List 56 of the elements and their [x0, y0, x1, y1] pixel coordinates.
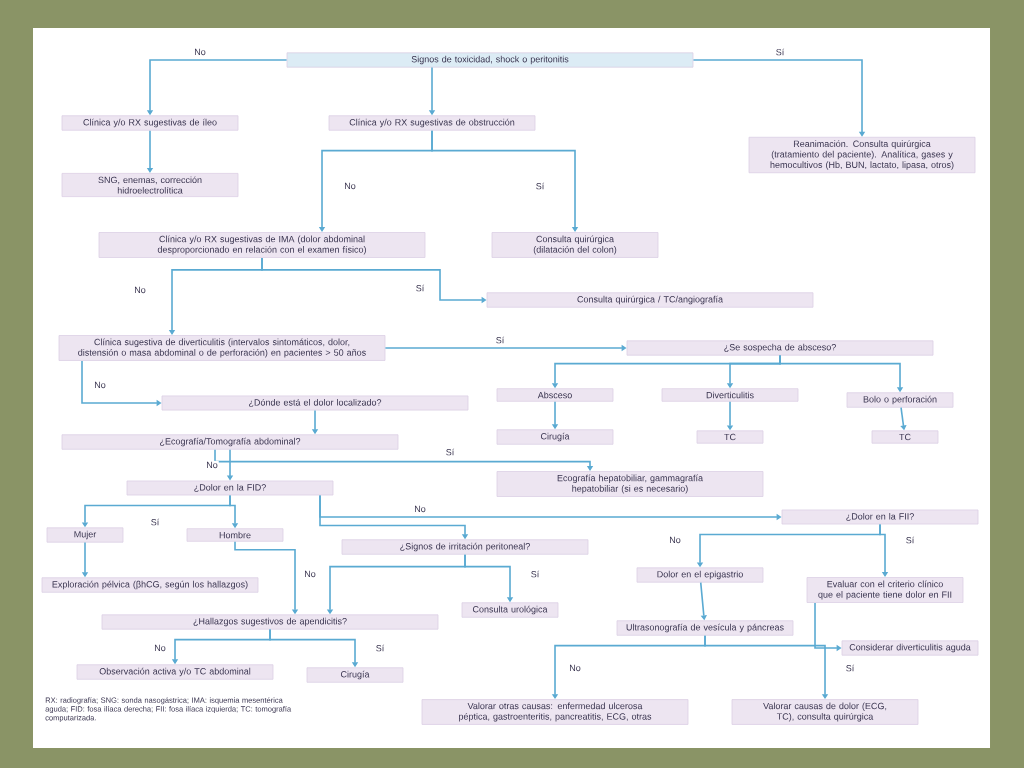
- process-box: Consulta urológica: [461, 602, 559, 618]
- process-box: Evaluar con el criterio clínico que el paciente tiene dolor en FII: [806, 577, 964, 603]
- process-box: Ecografía hepatobiliar, gammagrafía hepatobiliar (si es necesario): [496, 471, 764, 497]
- process-box: Dolor en el epigastrio: [636, 567, 764, 583]
- process-box: Clínica y/o RX sugestivas de obstrucción: [328, 115, 536, 131]
- process-box: Valorar otras causas: enfermedad ulcerosa péptica, gastroenteritis, pancreatitis, ECG, otras: [421, 699, 689, 725]
- process-box: Cirugía: [306, 667, 404, 683]
- arrow: [692, 59, 866, 137]
- process-box: Clínica y/o RX sugestivas de IMA (dolor abdominal desproporcionado en relación con el examen físico): [98, 232, 426, 258]
- edge-label: Sí: [844, 663, 856, 673]
- process-box: Valorar causas de dolor (ECG, TC), consulta quirúrgica: [731, 699, 919, 725]
- process-box: ¿Se sospecha de absceso?: [626, 340, 934, 356]
- edge-label: No: [303, 569, 317, 579]
- process-box: Hombre: [186, 528, 284, 542]
- process-box: Ultrasonografía de vesícula y páncreas: [616, 620, 794, 636]
- process-box: Observación activa y/o TC abdominal: [76, 664, 274, 680]
- edge-label: No: [153, 643, 167, 653]
- edge-label: No: [93, 380, 107, 390]
- process-box: SNG, enemas, corrección hidroelectrolítica: [61, 173, 239, 197]
- edge-label: Sí: [494, 335, 506, 345]
- process-box: Bolo o perforación: [846, 392, 954, 408]
- edge-label: Sí: [374, 643, 386, 653]
- edge-label: No: [413, 504, 427, 514]
- process-box: ¿Dolor en la FID?: [126, 480, 334, 496]
- edge-label: Sí: [414, 283, 426, 293]
- process-box: Diverticulitis: [661, 388, 799, 402]
- process-box: Mujer: [46, 527, 124, 543]
- process-box: TC: [696, 430, 764, 444]
- process-box: Cirugía: [496, 429, 614, 445]
- edge-label: No: [193, 47, 207, 57]
- edge-label: Sí: [774, 47, 786, 57]
- process-box: ¿Hallazgos sugestivos de apendicitis?: [101, 614, 439, 630]
- edge-label: No: [668, 535, 682, 545]
- process-box: Considerar diverticulitis aguda: [841, 640, 979, 656]
- edge-label: Sí: [529, 569, 541, 579]
- edge-label: No: [133, 285, 147, 295]
- title-box: Signos de toxicidad, shock o peritonitis: [286, 52, 694, 68]
- process-box: ¿Dolor en la FII?: [781, 509, 979, 525]
- process-box: Clínica y/o RX sugestivas de íleo: [61, 115, 239, 131]
- process-box: ¿Signos de irritación peritoneal?: [341, 539, 589, 555]
- process-box: Absceso: [496, 388, 614, 402]
- edge-label: No: [568, 663, 582, 673]
- edge-label: No: [343, 181, 357, 191]
- process-box: Exploración pélvica (βhCG, según los hallazgos): [41, 577, 259, 593]
- process-box: ¿Dónde está el dolor localizado?: [161, 395, 469, 411]
- process-box: Reanimación. Consulta quirúrgica (tratamiento del paciente). Analítica, gases y hemocultivos (Hb, BUN, lactato, lipasa, otros): [748, 136, 976, 174]
- process-box: Consulta quirúrgica / TC/angiografía: [486, 292, 814, 308]
- edge-label: Sí: [534, 181, 546, 191]
- edge-label: No: [205, 460, 219, 470]
- process-box: ¿Ecografía/Tomografía abdominal?: [61, 434, 399, 450]
- process-box: Consulta quirúrgica (dilatación del colon): [491, 232, 659, 258]
- edge-label: Sí: [904, 535, 916, 545]
- edge-label: Sí: [444, 447, 456, 457]
- edge-label: Sí: [149, 517, 161, 527]
- process-box: Clínica sugestiva de diverticulitis (intervalos sintomáticos, dolor, distensión o masa abdominal o de perforación) en pacientes > 50 años: [58, 335, 386, 361]
- process-box: TC: [871, 430, 939, 444]
